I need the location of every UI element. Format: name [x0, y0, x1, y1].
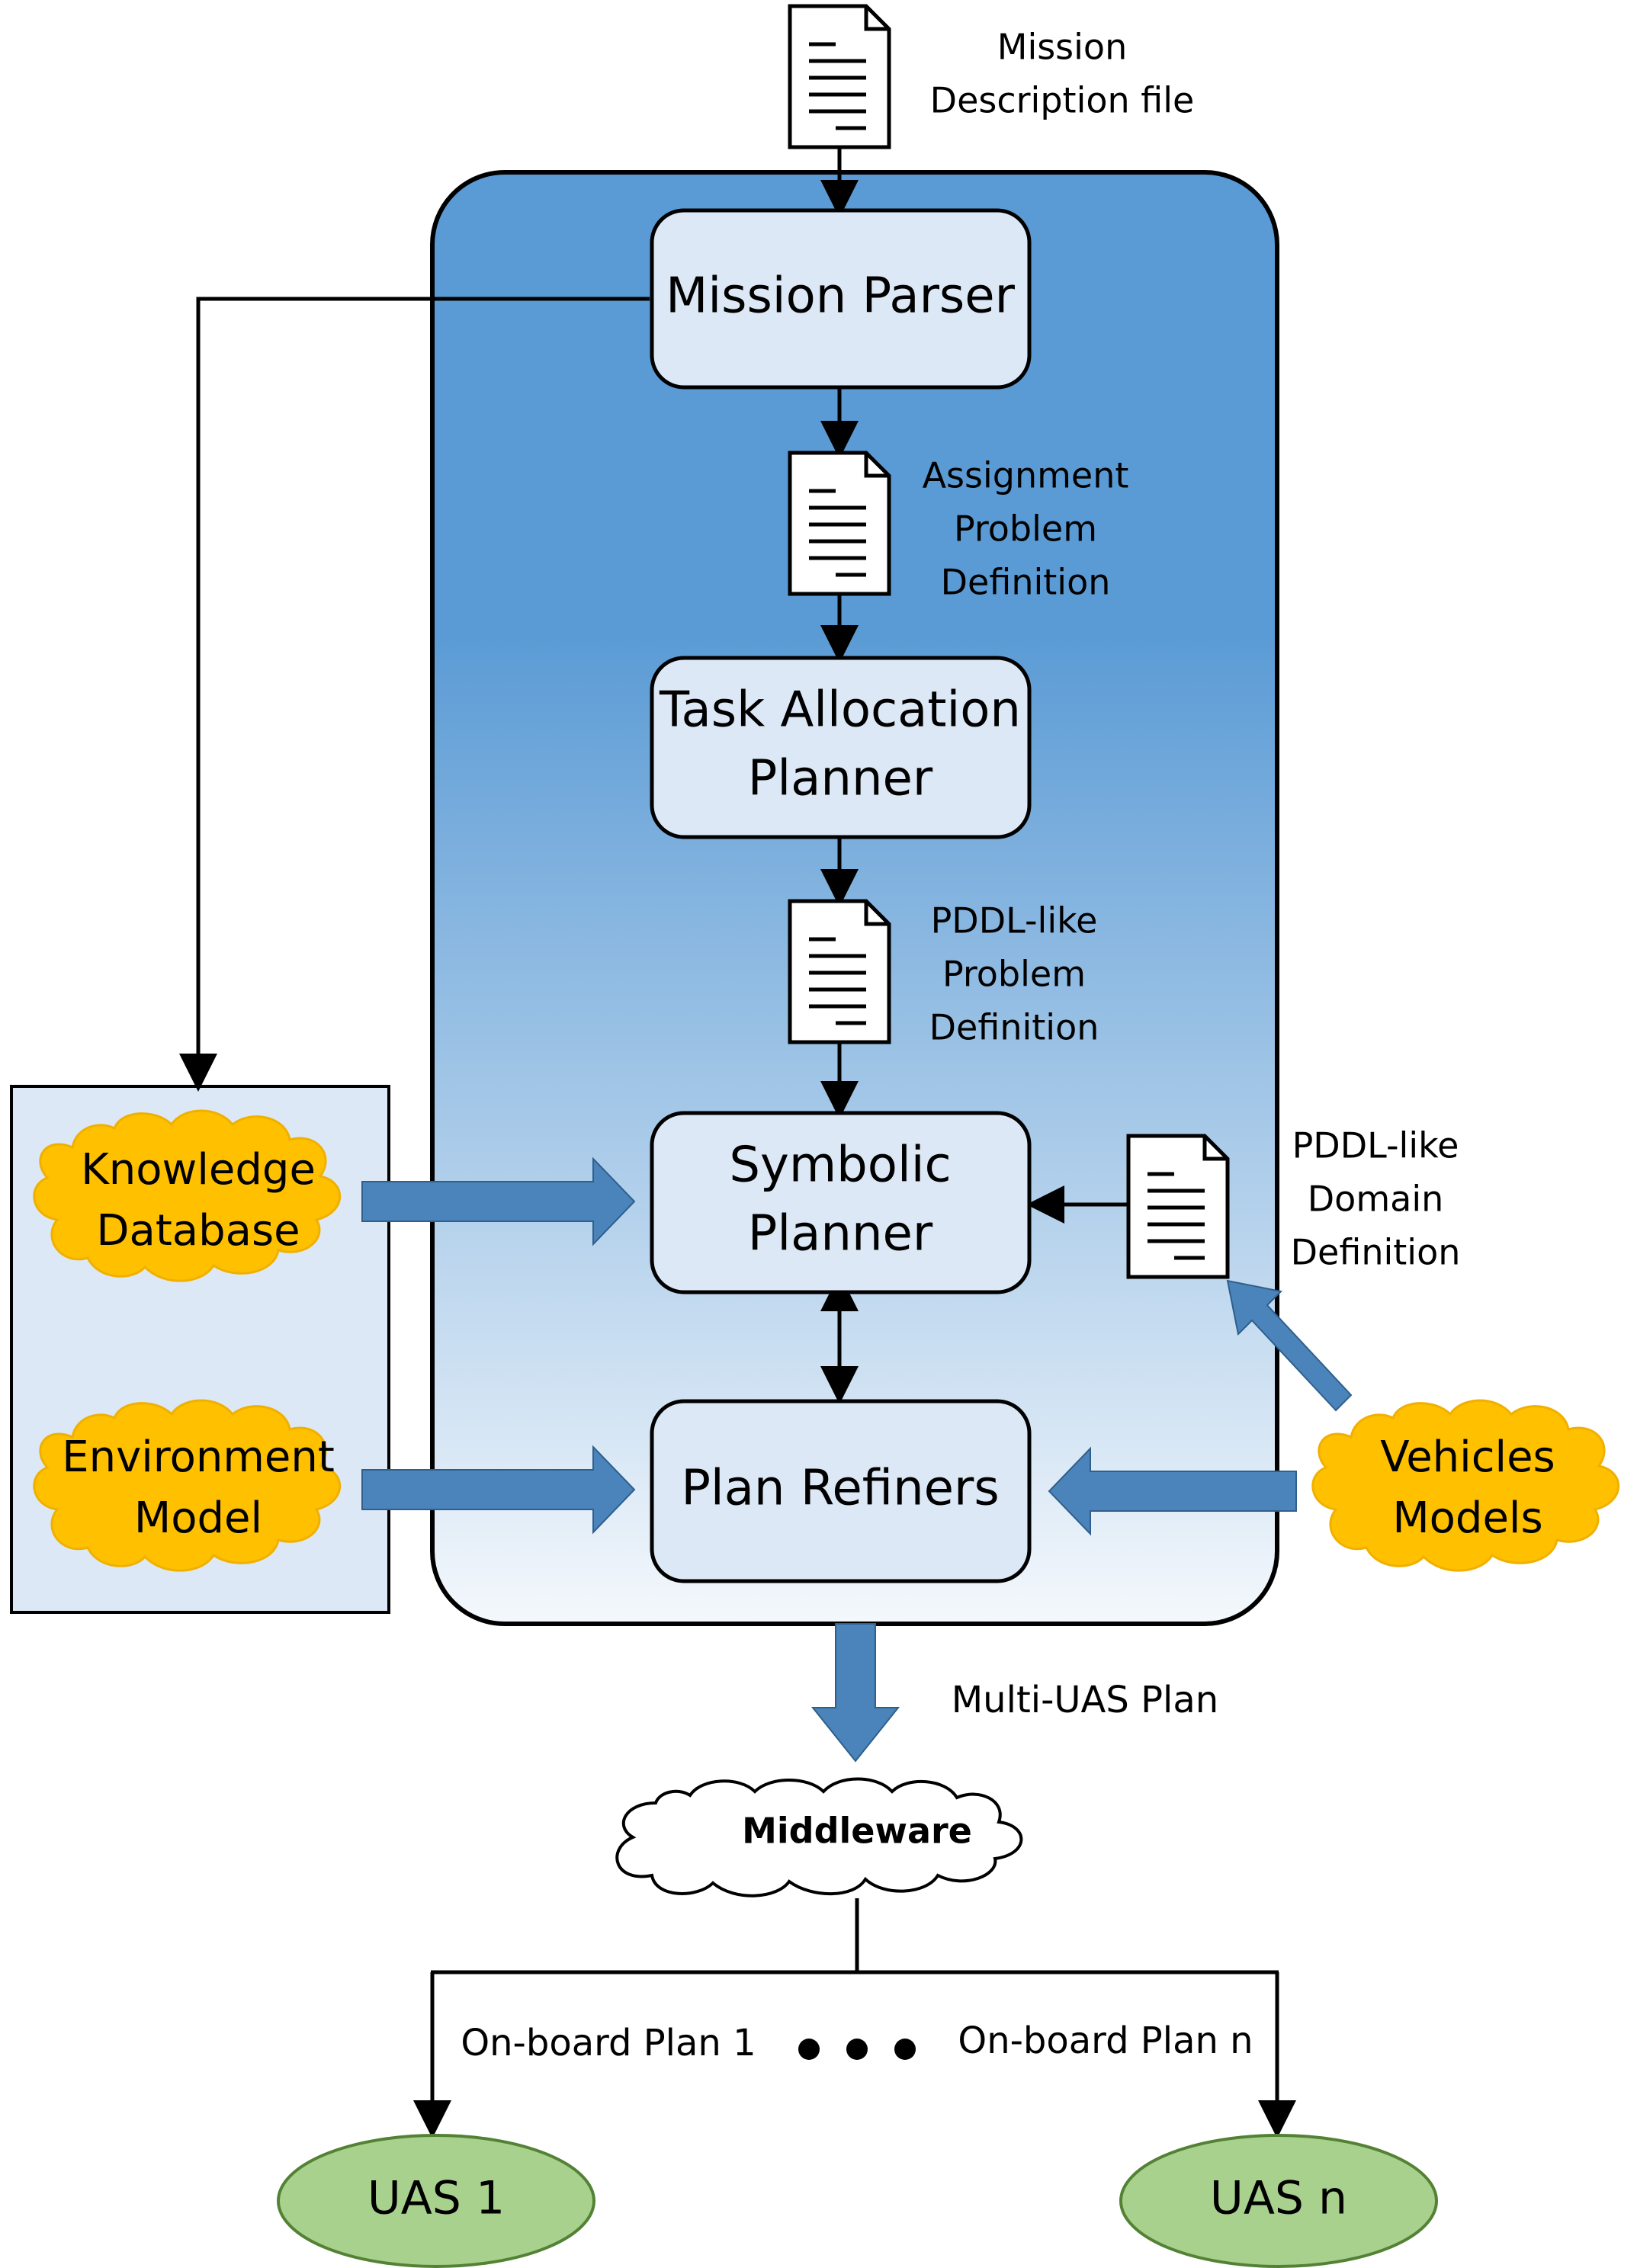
symbolic-planner-label-line: Planner: [748, 1206, 933, 1262]
assignment-problem-document-icon: [790, 453, 889, 594]
mission-parser-label-line: Mission Parser: [666, 268, 1016, 325]
middleware-cloud: Middleware: [615, 1777, 1023, 1897]
pddl-problem-label-line: Problem: [942, 954, 1086, 995]
assignment-problem-label-line: Definition: [941, 562, 1111, 603]
mission-description-document-icon: [790, 6, 889, 147]
knowledge-database-label-line: Knowledge: [81, 1145, 316, 1195]
pddl-domain-label-line: Domain: [1308, 1179, 1444, 1220]
uas-n-node: UAS n: [1119, 2134, 1438, 2268]
pddl-domain-label-line: PDDL-like: [1292, 1125, 1459, 1166]
plan-refiners-label: Plan Refiners: [681, 1461, 999, 1517]
pddl-problem-document-icon: [790, 901, 889, 1042]
uas-1-label-line: UAS 1: [368, 2172, 505, 2225]
ellipsis-dots-icon: [798, 2039, 916, 2060]
onboard-plan-n-label-line: On-board Plan n: [958, 2019, 1253, 2062]
pddl-problem-label-line: PDDL-like: [931, 900, 1098, 942]
task-allocation-planner-label-line: Planner: [748, 751, 933, 807]
assignment-problem-label-line: Assignment: [923, 455, 1129, 496]
mission-parser-label: Mission Parser: [666, 268, 1016, 325]
task-allocation-planner-label-line: Task Allocation: [659, 682, 1021, 739]
middleware-label-line: Middleware: [742, 1811, 972, 1852]
multi-uas-plan-label-line: Multi-UAS Plan: [952, 1679, 1218, 1721]
arrow-vehicles-to-refiners: [1048, 1446, 1297, 1536]
knowledge-database-label-line: Database: [96, 1206, 300, 1256]
assignment-problem-label-line: Problem: [954, 508, 1097, 550]
vehicles-models-label-line: Vehicles: [1380, 1432, 1555, 1482]
multi-uas-plan-label: Multi-UAS Plan: [952, 1679, 1218, 1721]
uas-1-node: UAS 1: [277, 2134, 595, 2268]
arrow-plan-to-middleware: [810, 1623, 900, 1763]
uas-n-label-line: UAS n: [1210, 2172, 1347, 2225]
vehicles-models-label-line: Models: [1392, 1493, 1542, 1543]
pddl-problem-label-line: Definition: [929, 1007, 1099, 1048]
arrow-vehicles-to-domain: [1226, 1279, 1353, 1412]
mission-description-label-line: Description file: [930, 80, 1195, 121]
environment-model-label-line: Model: [134, 1493, 262, 1543]
plan-refiners-label-line: Plan Refiners: [681, 1461, 999, 1517]
arrow-knowledge-to-symbolic: [361, 1156, 636, 1246]
onboard-plan-1-label-line: On-board Plan 1: [461, 2022, 756, 2064]
mission-description-label-line: Mission: [997, 27, 1127, 68]
environment-model-label-line: Environment: [62, 1432, 335, 1482]
onboard-plan-1-label: On-board Plan 1: [461, 2022, 756, 2064]
middleware-label: Middleware: [742, 1811, 972, 1852]
edge-parser-to-knowledge: [179, 297, 650, 1092]
uas-n-label: UAS n: [1210, 2172, 1347, 2225]
plan-refiners-node: Plan Refiners: [650, 1399, 1032, 1583]
onboard-plan-n-label: On-board Plan n: [958, 2019, 1253, 2062]
uas-1-label: UAS 1: [368, 2172, 505, 2225]
pddl-domain-label-line: Definition: [1291, 1232, 1461, 1273]
mission-parser-node: Mission Parser: [650, 208, 1032, 390]
pddl-domain-document-icon: [1128, 1136, 1228, 1277]
symbolic-planner-label-line: Symbolic: [729, 1137, 951, 1194]
arrow-environment-to-refiners: [361, 1445, 636, 1535]
